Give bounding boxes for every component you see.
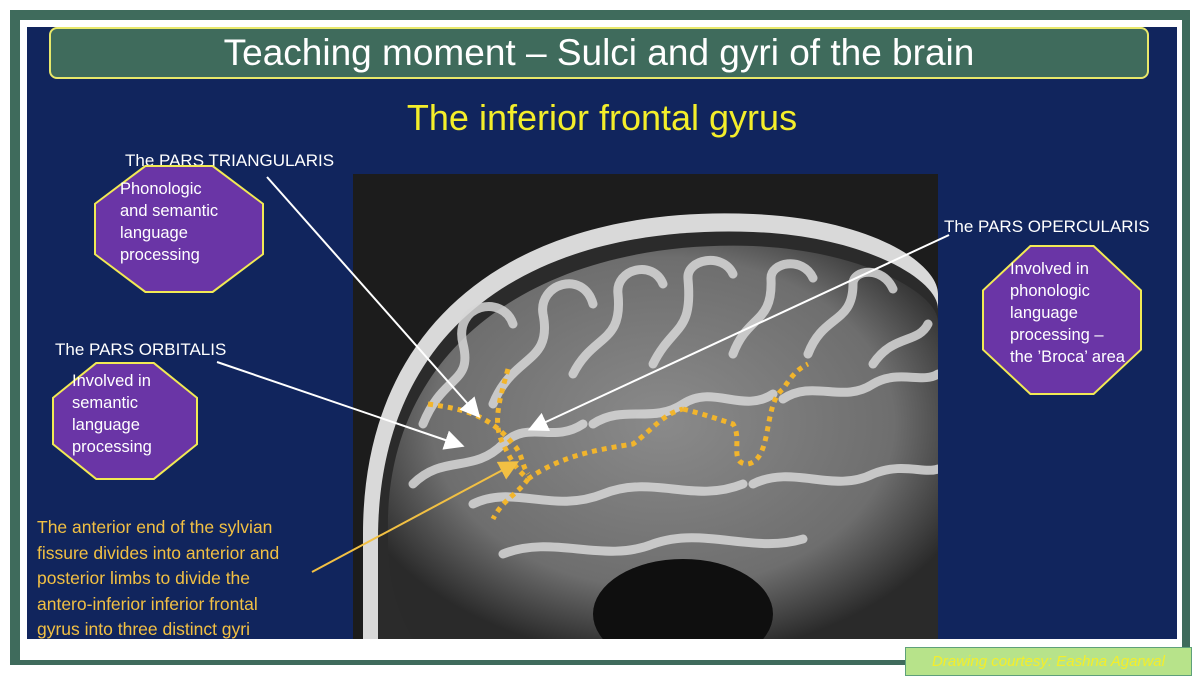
box-opercularis [984, 247, 1140, 393]
box-orbitalis-text: Involved in semantic language processing [72, 372, 152, 456]
credit-badge: Drawing courtesy: Eashna Agarwal [905, 647, 1192, 676]
fissure-note: The anterior end of the sylvian fissure … [37, 517, 280, 639]
sylvian-fissure-trace [427, 361, 810, 521]
arrow-pars-triangularis [266, 176, 481, 418]
cerebellum-shadow [593, 559, 773, 639]
slide-subtitle: The inferior frontal gyrus [406, 97, 798, 138]
gyri-pattern [408, 255, 938, 559]
label-pars-opercularis: The PARS OPERCULARIS [944, 217, 1150, 236]
slide-title: Teaching moment – Sulci and gyri of the … [49, 27, 1149, 79]
box-triangularis-text: Phonologic and semantic language process… [120, 180, 219, 264]
arrow-pars-opercularis [527, 234, 950, 432]
arrow-fissure-note [311, 461, 520, 573]
box-orbitalis [54, 364, 196, 478]
mri-sagittal-image [353, 174, 938, 639]
label-pars-orbitalis: The PARS ORBITALIS [55, 340, 227, 359]
box-triangularis [96, 167, 262, 291]
box-opercularis-text: Involved in phonologic language processi… [1010, 260, 1125, 366]
brain-drawing [353, 174, 938, 639]
arrow-pars-orbitalis [216, 361, 465, 450]
arrows-overlay [216, 176, 950, 573]
slide: Teaching moment – Sulci and gyri of the … [27, 27, 1177, 639]
